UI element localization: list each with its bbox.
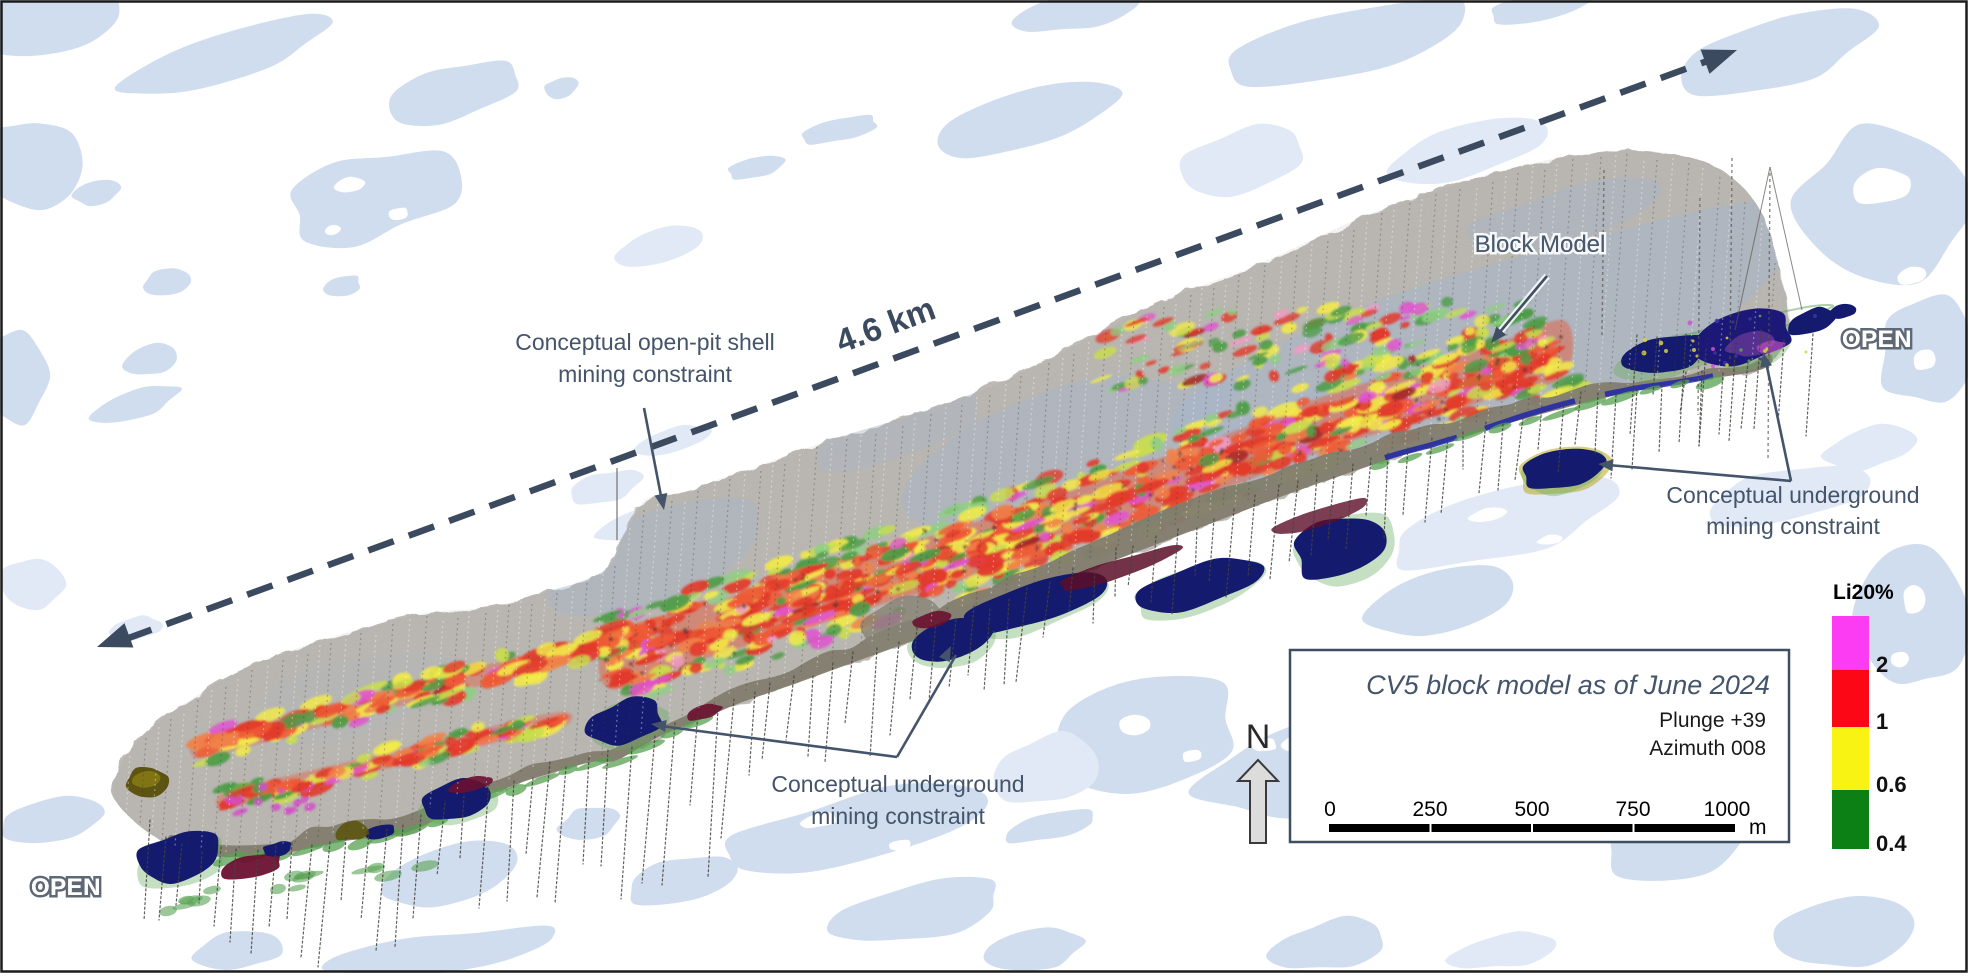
svg-text:CV5 block model as of June 202: CV5 block model as of June 2024 <box>1366 670 1770 700</box>
svg-text:1000: 1000 <box>1704 798 1751 821</box>
svg-text:Azimuth 008: Azimuth 008 <box>1649 737 1766 760</box>
svg-text:OPEN: OPEN <box>31 874 101 901</box>
svg-text:Block Model: Block Model <box>1475 231 1606 258</box>
svg-text:2: 2 <box>1876 652 1888 677</box>
svg-text:Li20%: Li20% <box>1833 581 1894 604</box>
svg-text:N: N <box>1246 718 1271 756</box>
svg-text:m: m <box>1749 816 1767 839</box>
svg-text:Block Model: Block Model <box>1475 231 1606 258</box>
svg-text:Conceptual open-pit shell: Conceptual open-pit shell <box>515 329 775 355</box>
svg-text:OPEN: OPEN <box>1842 326 1912 353</box>
svg-text:250: 250 <box>1412 798 1447 821</box>
svg-text:mining constraint: mining constraint <box>558 361 732 387</box>
svg-text:750: 750 <box>1615 798 1650 821</box>
svg-text:Conceptual underground: Conceptual underground <box>1666 482 1919 508</box>
svg-text:0: 0 <box>1324 798 1336 821</box>
svg-text:OPEN: OPEN <box>33 876 103 903</box>
svg-text:500: 500 <box>1514 798 1549 821</box>
svg-text:mining constraint: mining constraint <box>1706 513 1880 539</box>
svg-text:0.6: 0.6 <box>1876 772 1907 797</box>
svg-text:Conceptual underground: Conceptual underground <box>771 771 1024 797</box>
svg-text:mining constraint: mining constraint <box>811 803 985 829</box>
svg-text:1: 1 <box>1876 709 1888 734</box>
svg-text:OPEN: OPEN <box>1844 328 1914 355</box>
svg-text:Plunge +39: Plunge +39 <box>1659 709 1766 732</box>
svg-text:OPEN: OPEN <box>1842 326 1912 353</box>
svg-text:OPEN: OPEN <box>31 874 101 901</box>
svg-text:0.4: 0.4 <box>1876 831 1907 856</box>
